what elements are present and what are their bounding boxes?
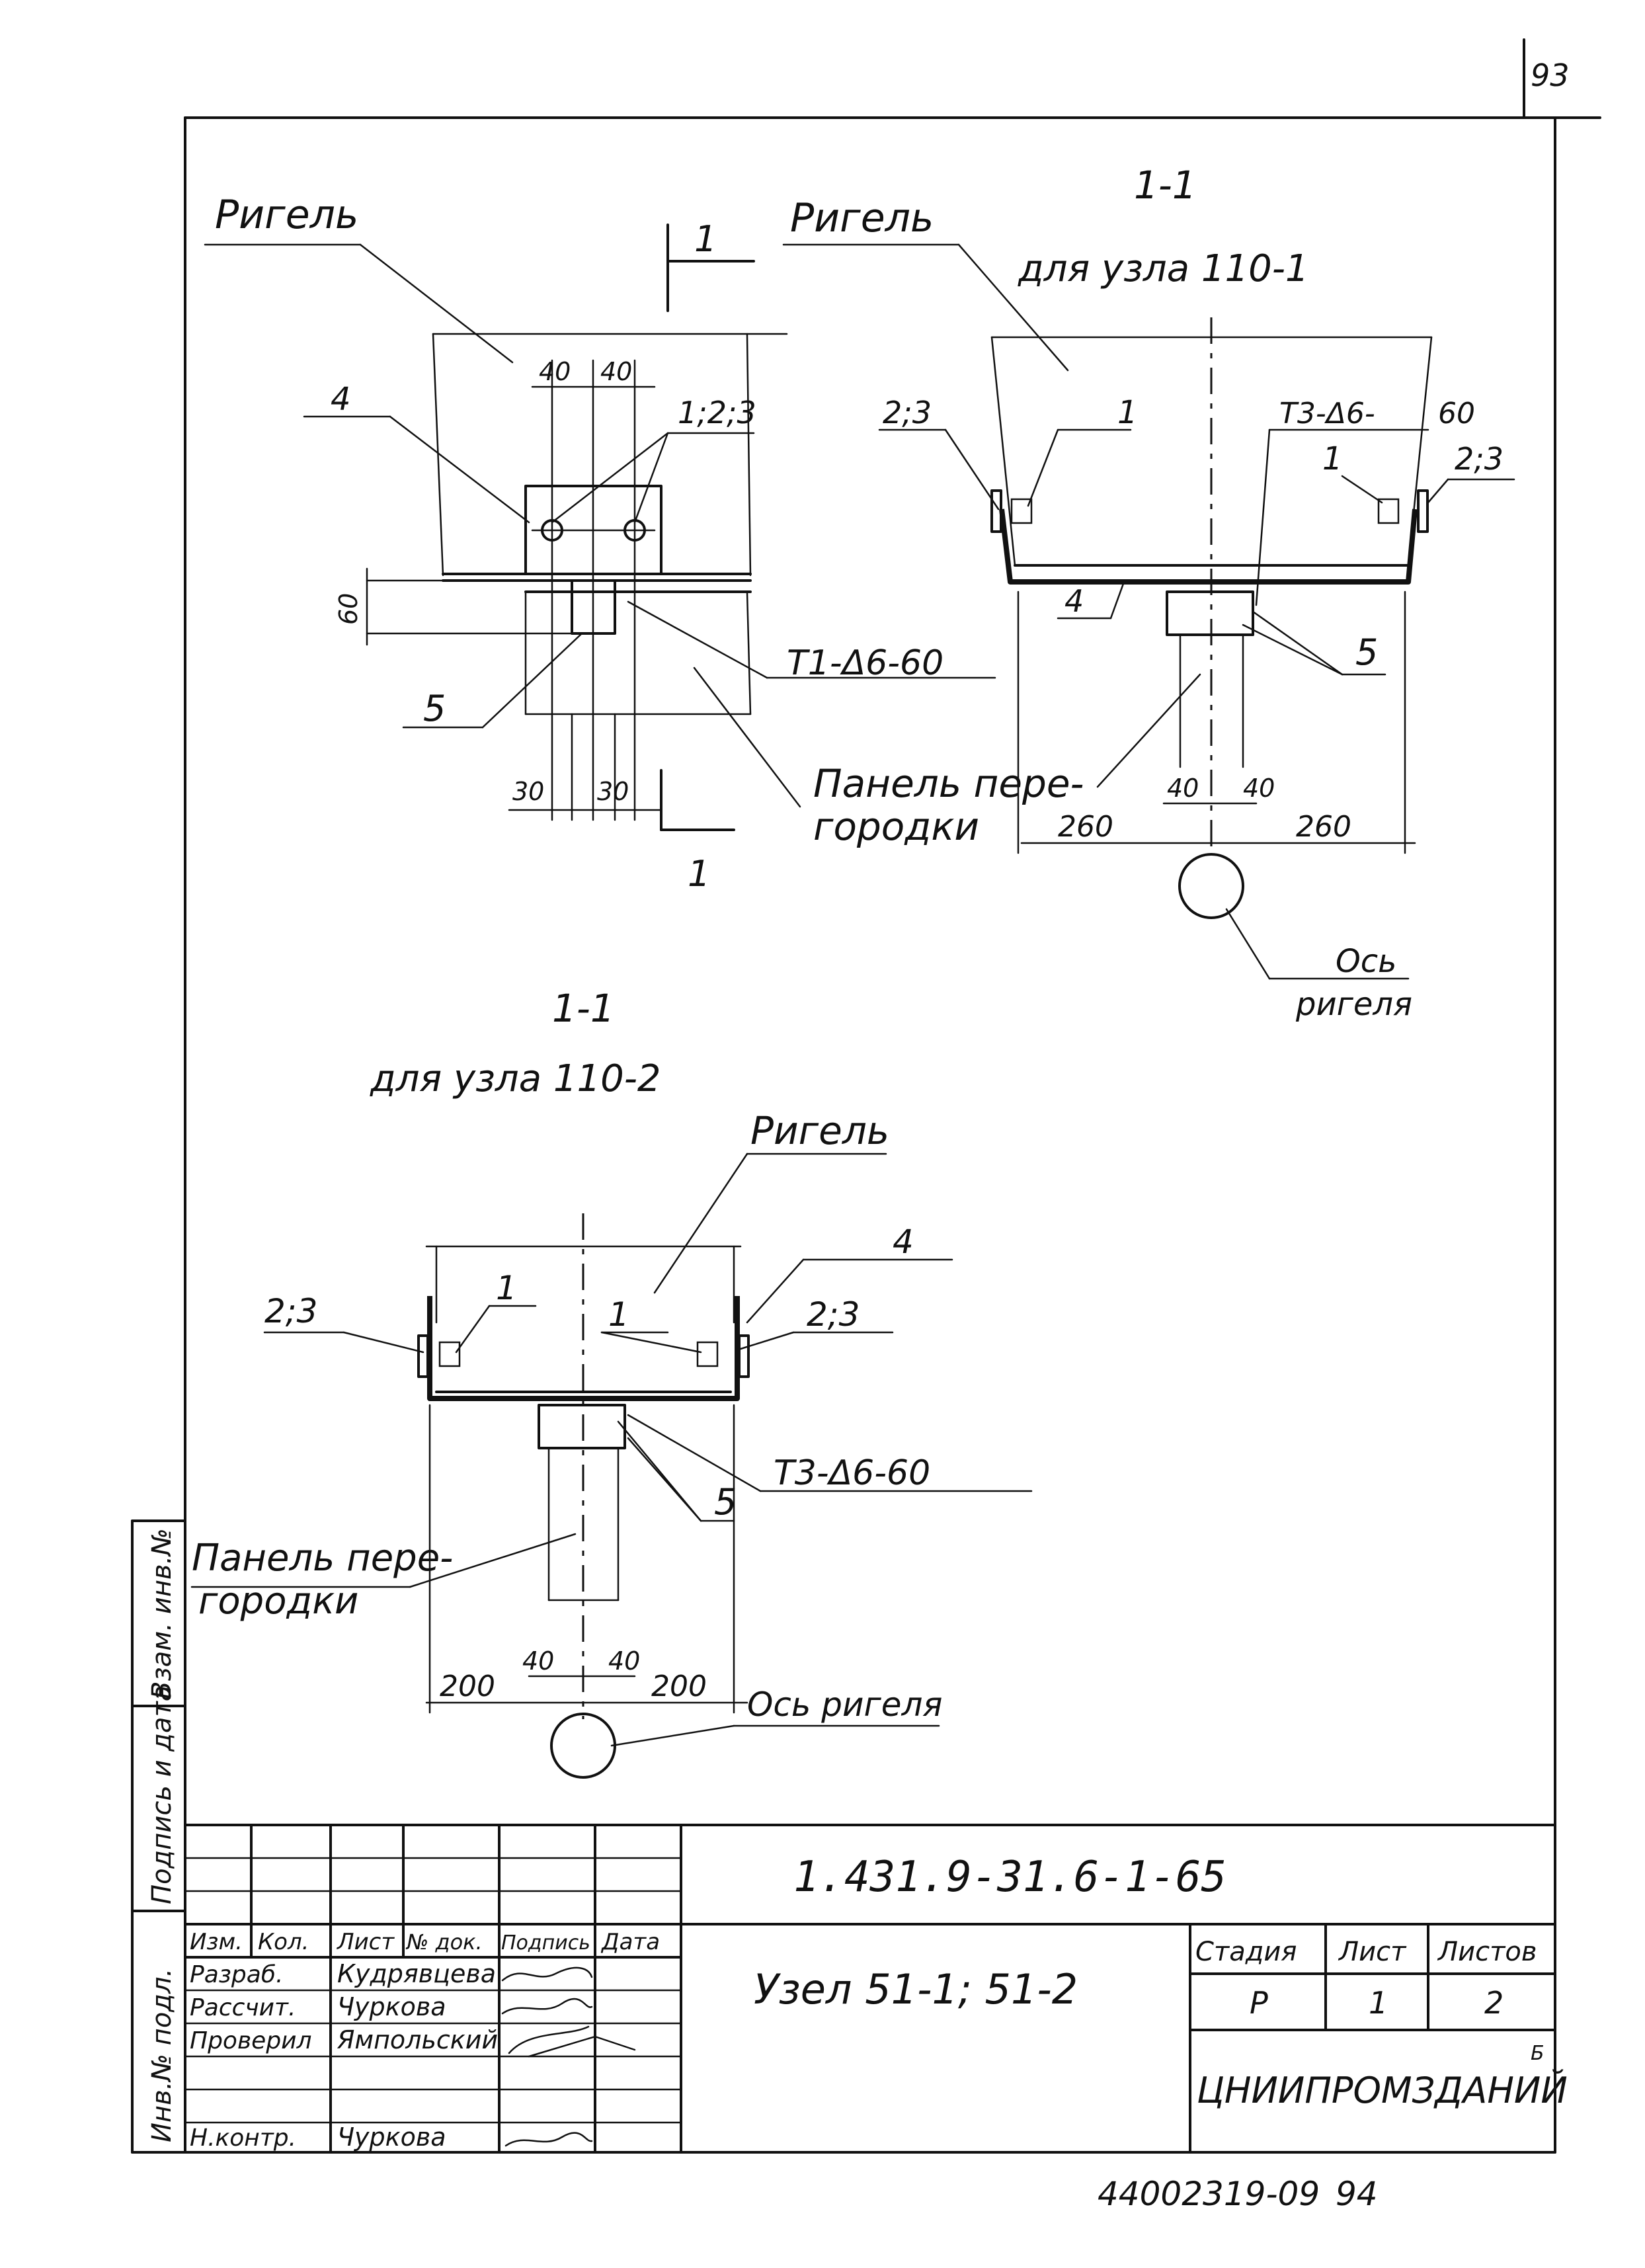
title-text: Узел 51-1; 51-2 xyxy=(754,1965,1078,2013)
pos-4-sec1: 4 xyxy=(1064,583,1084,619)
dim-260-b: 260 xyxy=(1296,810,1351,844)
label-panel-1b: городки xyxy=(813,804,979,849)
page-number: 93 xyxy=(1531,58,1570,93)
weld-t3-60: 60 xyxy=(1438,397,1475,430)
section-mark-bottom: 1 xyxy=(688,853,710,895)
hdr-izm: Изм. xyxy=(190,1929,243,1955)
sheet-value: 1 xyxy=(1369,1985,1388,2021)
label-rigel-3: Ригель xyxy=(750,1108,889,1153)
label-os: Ось xyxy=(1336,943,1396,980)
side-stamp xyxy=(131,1519,186,2154)
label-rigel-2: Ригель xyxy=(790,195,934,241)
hdr-podpis: Подпись xyxy=(501,1931,590,1955)
pos-123-front: 1;2;3 xyxy=(678,395,756,430)
hdr-kol: Кол. xyxy=(258,1929,309,1955)
dim-260-a: 260 xyxy=(1058,810,1113,844)
label-panel-2a: Панель пере- xyxy=(192,1537,453,1580)
label-node-110-2: для узла 110-2 xyxy=(370,1057,661,1100)
dim-200-a: 200 xyxy=(440,1670,495,1703)
weld-t3-short: Т3-Δ6- xyxy=(1279,397,1375,430)
dim-40-e: 40 xyxy=(522,1646,554,1676)
dim-40-a: 40 xyxy=(539,357,571,386)
archive-page: 94 xyxy=(1336,2175,1378,2213)
stamp-inv-podl: Инв.№ подл. xyxy=(147,1968,177,2142)
section-110-2 xyxy=(190,1153,1033,1779)
pos-23-right-1: 2;3 xyxy=(1455,441,1504,477)
weld-t1: Т1-Δ6-60 xyxy=(787,643,943,683)
sheets-value: 2 xyxy=(1484,1985,1504,2021)
sheets-label: Листов xyxy=(1437,1937,1537,1967)
pos-5-front: 5 xyxy=(423,688,446,729)
pos-1-right-1: 1 xyxy=(1322,440,1343,477)
stage-value: Р xyxy=(1250,1985,1268,2021)
doc-code: 1.431.9-31.6-1-65 xyxy=(793,1853,1226,1902)
stage-label: Стадия xyxy=(1195,1937,1297,1967)
role-2: Проверил xyxy=(190,2027,312,2054)
pos-1-right-2: 1 xyxy=(608,1295,629,1334)
dim-30-b: 30 xyxy=(597,777,629,806)
pos-4-front: 4 xyxy=(331,381,351,418)
pos-4-sec2: 4 xyxy=(893,1223,914,1261)
pos-1-left-1: 1 xyxy=(1117,394,1138,431)
dim-40-d: 40 xyxy=(1243,774,1275,803)
label-os-rigelya: Ось ригеля xyxy=(747,1685,943,1724)
dim-60: 60 xyxy=(334,593,363,625)
section-title-2: 1-1 xyxy=(552,986,615,1031)
name-0: Кудрявцева xyxy=(337,1959,496,1988)
label-node-110-1: для узла 110-1 xyxy=(1018,247,1309,290)
label-rigelya: ригеля xyxy=(1295,986,1412,1023)
hdr-ndok: № док. xyxy=(405,1929,483,1955)
label-panel-2b: городки xyxy=(198,1580,358,1623)
section-mark-top: 1 xyxy=(694,218,717,260)
pos-23-right-2: 2;3 xyxy=(807,1295,860,1334)
stamp-podp-data: Подпись и дата xyxy=(147,1685,177,1904)
pos-5-sec2: 5 xyxy=(714,1481,737,1523)
pos-1-left-2: 1 xyxy=(496,1269,517,1307)
role-1: Рассчит. xyxy=(190,1994,296,2021)
frame xyxy=(131,38,1601,2154)
dim-40-c: 40 xyxy=(1167,774,1199,803)
weld-t3-sec2: Т3-Δ6-60 xyxy=(774,1453,930,1493)
name-2: Ямпольский xyxy=(337,2025,498,2054)
dim-30-a: 30 xyxy=(512,777,544,806)
section-110-1 xyxy=(782,243,1515,980)
front-view xyxy=(204,223,996,831)
label-rigel-1: Ригель xyxy=(215,192,358,238)
dim-200-b: 200 xyxy=(651,1670,707,1703)
name-1: Чуркова xyxy=(337,1992,446,2021)
section-title-1: 1-1 xyxy=(1134,163,1197,208)
role-4: Н.контр. xyxy=(190,2125,296,2152)
dim-40-b: 40 xyxy=(600,357,632,386)
label-panel-1a: Панель пере- xyxy=(813,761,1084,806)
hdr-data: Дата xyxy=(600,1929,660,1955)
title-block-grid xyxy=(184,1824,1556,2154)
dim-40-f: 40 xyxy=(608,1646,640,1676)
stamp-vzam-inv: Взам. инв.№ xyxy=(147,1528,177,1699)
sheet-label: Лист xyxy=(1338,1937,1407,1967)
archive-number: 44002319-09 xyxy=(1098,2175,1320,2213)
signatures xyxy=(501,1966,636,2147)
pos-23-left-2: 2;3 xyxy=(264,1292,317,1330)
role-0: Разраб. xyxy=(190,1961,283,1988)
org-name: ЦНИИПРОМЗДАНИЙ xyxy=(1197,2070,1568,2111)
name-4: Чуркова xyxy=(337,2123,446,2152)
pos-23-left-1: 2;3 xyxy=(883,395,932,430)
hdr-list: Лист xyxy=(336,1929,395,1955)
pos-5-sec1: 5 xyxy=(1355,631,1378,673)
org-mark: Б xyxy=(1531,2042,1545,2065)
